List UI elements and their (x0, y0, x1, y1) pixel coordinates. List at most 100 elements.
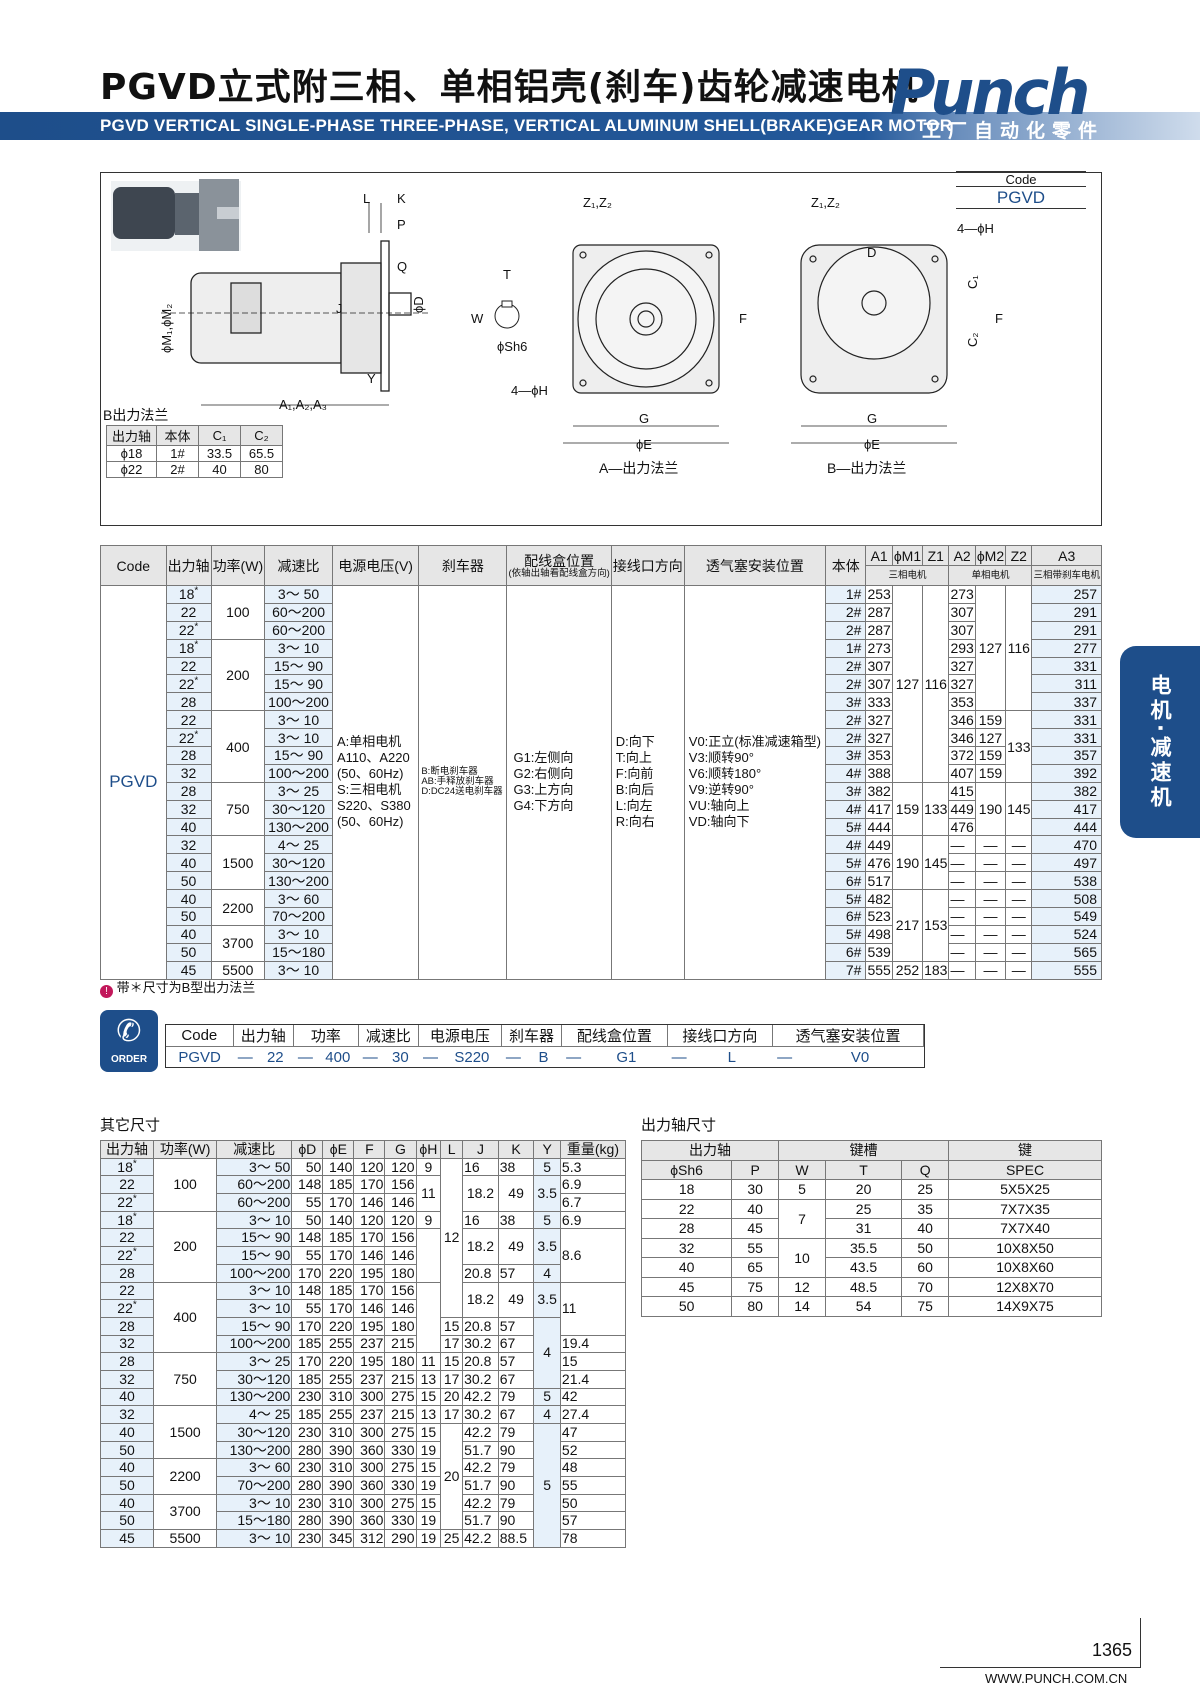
w-cell: 10 (778, 1237, 826, 1278)
order-value: B (538, 1048, 549, 1066)
bflange-col-shaft: 出力轴 (106, 425, 157, 446)
cell-line: V0:正立(标准减速箱型) (688, 734, 821, 750)
a3-cell: 392 (1031, 763, 1102, 783)
header-brake-motor: 三相带刹车电机 (1031, 565, 1102, 586)
label-Q: Q (397, 259, 407, 274)
body-cell: 6# (824, 942, 867, 962)
dim-cell: 185 (291, 1334, 324, 1354)
header-key: 键 (948, 1140, 1102, 1161)
h-cell: 13 (415, 1369, 442, 1389)
a1-cell: 287 (865, 602, 893, 622)
a3-cell: 538 (1031, 871, 1102, 891)
dim-cell: 140 (322, 1157, 355, 1177)
w-cell: 5 (778, 1179, 826, 1200)
cell: 2# (156, 461, 199, 478)
cell-text: 40 (119, 1494, 135, 1511)
weight-cell: 27.4 (559, 1405, 627, 1424)
ratio-cell: 4～ 25 (216, 1405, 293, 1424)
ratio-cell: 3～ 10 (216, 1210, 293, 1230)
header-three-phase: 三相电机 (865, 565, 950, 586)
a2-cell: — (948, 871, 976, 891)
body-cell: 5# (824, 924, 867, 944)
shaft-title: 出力轴尺寸 (641, 1116, 717, 1134)
cell-text: 22 (119, 1176, 135, 1193)
q-cell: 75 (901, 1296, 950, 1317)
cell-text: 18 (117, 1211, 133, 1228)
a2-cell: 327 (948, 674, 976, 694)
weight-cell: 8.6 (559, 1228, 627, 1283)
dim-cell: 220 (322, 1352, 355, 1371)
star-mark: * (132, 1299, 137, 1311)
dims-header: 减速比 (216, 1140, 293, 1159)
header-vent: 透气塞安装位置 (683, 545, 826, 586)
header-sh6: ϕSh6 (640, 1159, 733, 1180)
header-M2: ϕM2 (974, 545, 1007, 566)
footer-url: WWW.PUNCH.COM.CN (985, 1671, 1128, 1686)
table-row: 出力轴 本体 C₁ C₂ (106, 425, 283, 446)
header-Q: Q (901, 1159, 950, 1180)
a2-cell: — (948, 942, 976, 962)
cell-text: 40 (119, 1388, 135, 1405)
shaft-cell: 40 (99, 1458, 155, 1478)
a1-cell: 353 (865, 746, 893, 765)
dim-cell: 300 (353, 1493, 386, 1513)
shaft-cell: 40 (99, 1493, 155, 1513)
brand-tagline: 工厂自动化零件 (922, 121, 1105, 142)
ratio-cell: 30～120 (264, 799, 333, 819)
m2-cell: 127 (974, 728, 1007, 748)
l-cell: 12 (440, 1157, 464, 1318)
label-G-b: G (867, 411, 877, 426)
k-cell: 67 (497, 1405, 535, 1424)
ratio-cell: 3～ 10 (264, 638, 333, 658)
a3-cell: 497 (1031, 853, 1102, 873)
cell-text: 50 (180, 944, 197, 961)
cell-text: 28 (119, 1317, 135, 1334)
cell-text: 32 (119, 1406, 135, 1423)
body-cell: 6# (824, 871, 867, 891)
shaft-cell: 28 (165, 692, 212, 712)
ratio-cell: 30～120 (264, 853, 333, 873)
a1-cell: 523 (865, 907, 893, 926)
k-cell: 38 (497, 1210, 535, 1230)
j-cell: 16 (462, 1157, 499, 1177)
power-cell: 400 (153, 1281, 218, 1354)
footer-rule (940, 1667, 1140, 1668)
dim-cell: 215 (384, 1405, 417, 1424)
star-note-text: 带＊尺寸为B型出力法兰 (116, 980, 256, 995)
order-header: Code (166, 1025, 234, 1047)
dim-cell: 170 (322, 1246, 355, 1265)
dim-cell: 180 (384, 1352, 417, 1371)
header-spec: SPEC (948, 1159, 1102, 1180)
z1-cell: 133 (922, 781, 950, 837)
k-cell: 67 (497, 1369, 535, 1389)
a3-cell: 549 (1031, 907, 1102, 926)
body-cell: 3# (824, 746, 867, 765)
a1-cell: 555 (865, 960, 893, 980)
cell-line: G3:上方向 (513, 782, 574, 798)
cell: 1# (156, 445, 199, 462)
dim-cell: 312 (353, 1529, 386, 1548)
header-text: 透气塞安装位置 (705, 557, 804, 574)
cell-text: 50 (180, 872, 197, 889)
shaft-cell: 28 (165, 746, 212, 765)
power-cell: 2200 (153, 1458, 218, 1495)
power-cell: 3700 (153, 1493, 218, 1531)
power-cell: 3700 (210, 924, 266, 962)
shaft-labels: T W ϕSh6 4—ϕH (471, 267, 548, 398)
view-b-labels: Z₁,Z₂ D 4—ϕH C₁ C₂ F G ϕE B—出力法兰 (811, 195, 1003, 476)
a1-cell: 449 (865, 835, 893, 855)
h-cell: 15 (415, 1493, 442, 1513)
order-value: L (727, 1048, 736, 1066)
k-cell: 49 (497, 1281, 535, 1318)
